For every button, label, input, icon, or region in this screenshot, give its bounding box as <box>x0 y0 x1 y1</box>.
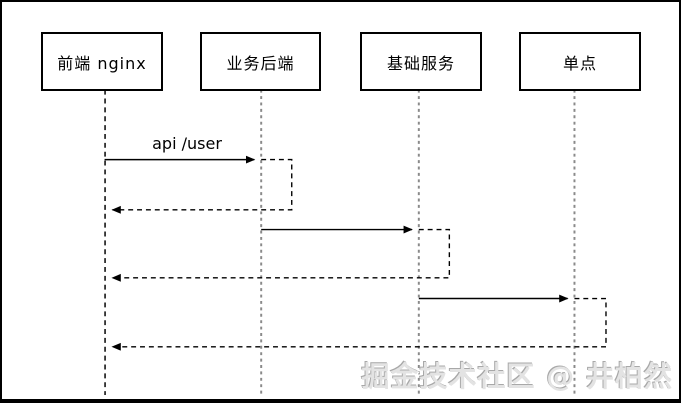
actor-box-business-backend: 业务后端 <box>200 32 321 91</box>
diagram-lines-layer <box>104 89 607 396</box>
return-arrow-single-to-frontend <box>111 297 607 351</box>
actor-label-base-service: 基础服务 <box>386 53 455 73</box>
watermark-text: 掘金技术社区 @ 井柏然 <box>361 360 673 393</box>
actor-label-frontend-nginx: 前端 nginx <box>57 53 147 73</box>
actor-label-single-point: 单点 <box>562 53 597 73</box>
return-arrow-backend-to-frontend <box>111 158 293 214</box>
message-label-api-user: api /user <box>152 134 222 153</box>
actor-box-base-service: 基础服务 <box>360 32 482 91</box>
actor-label-business-backend: 业务后端 <box>226 53 295 73</box>
actor-box-frontend-nginx: 前端 nginx <box>41 32 163 91</box>
return-arrow-base-to-frontend <box>111 228 451 282</box>
actor-box-single-point: 单点 <box>519 32 641 91</box>
